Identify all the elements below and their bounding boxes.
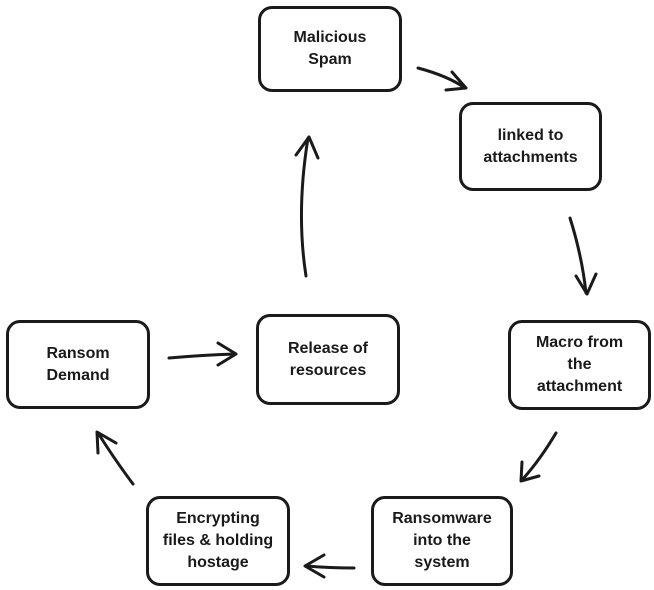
arrow-release-to-spam — [294, 135, 320, 278]
arrow-macro-to-ransomware — [519, 431, 558, 483]
node-label: Macro from the attachment — [535, 334, 624, 395]
node-label: Release of resources — [287, 339, 369, 379]
node-label: Malicious Spam — [293, 29, 367, 68]
node-label: Ransom Demand — [46, 344, 110, 384]
node-ransomware-into-system: Ransomware into the system — [371, 496, 513, 586]
node-encrypting-files: Encrypting files & holding hostage — [146, 496, 290, 586]
arrow-linked-to-macro — [568, 216, 598, 296]
arrow-encrypt-to-demand — [95, 430, 135, 486]
node-linked-to-attachments: linked to attachments — [459, 102, 602, 191]
node-label: linked to attachments — [483, 126, 578, 166]
node-ransom-demand: Ransom Demand — [6, 320, 150, 409]
arrow-demand-to-release — [167, 341, 238, 367]
node-release-of-resources: Release of resources — [256, 314, 400, 405]
node-macro-from-attachment: Macro from the attachment — [508, 320, 651, 410]
arrow-ransomware-to-encrypt — [303, 553, 356, 579]
arrow-spam-to-linked — [416, 66, 468, 92]
node-malicious-spam: Malicious Spam — [258, 6, 402, 92]
node-label: Ransomware into the system — [392, 510, 492, 571]
node-label: Encrypting files & holding hostage — [162, 510, 274, 571]
